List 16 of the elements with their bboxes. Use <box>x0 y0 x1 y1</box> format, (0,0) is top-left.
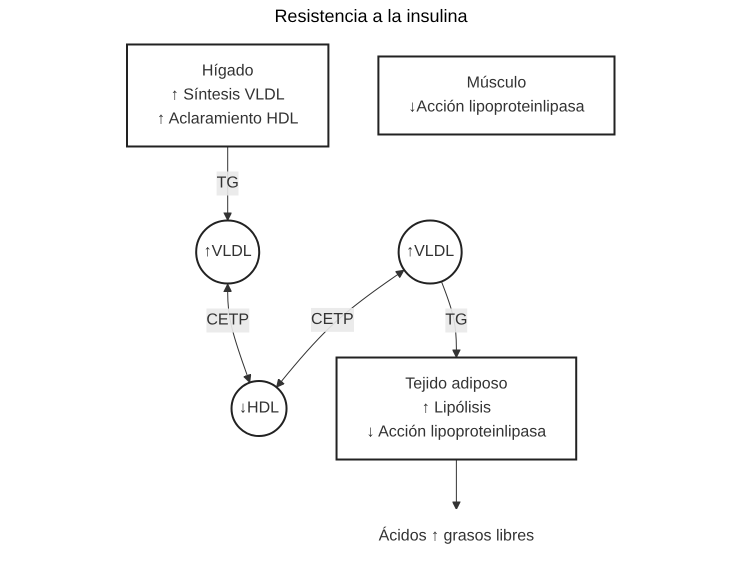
diagram-title: Resistencia a la insulina <box>273 6 469 27</box>
edge-label: CETP <box>206 312 250 329</box>
node-circle: ↑VLDL <box>195 219 260 285</box>
node-circle: ↓HDL <box>230 380 288 438</box>
edge-label: TG <box>446 312 468 329</box>
node-box: Músculo ↓Acción lipoproteinlipasa <box>378 55 616 136</box>
node-circle: ↑VLDL <box>398 219 463 285</box>
edge-label: CETP <box>311 310 354 328</box>
arrow <box>224 146 232 221</box>
node-box: Tejido adiposo ↑ Lipólisis ↓ Acción lipoproteinlipasa <box>336 356 578 461</box>
arrow <box>452 459 462 510</box>
arrow <box>276 270 405 388</box>
node-box: Hígado ↑ Síntesis VLDL ↑ Aclaramiento HDL <box>126 43 330 148</box>
edge-label: TG <box>216 174 240 192</box>
arrow <box>441 280 462 358</box>
node-text: Ácidos ↑ grasos libres <box>378 528 534 545</box>
